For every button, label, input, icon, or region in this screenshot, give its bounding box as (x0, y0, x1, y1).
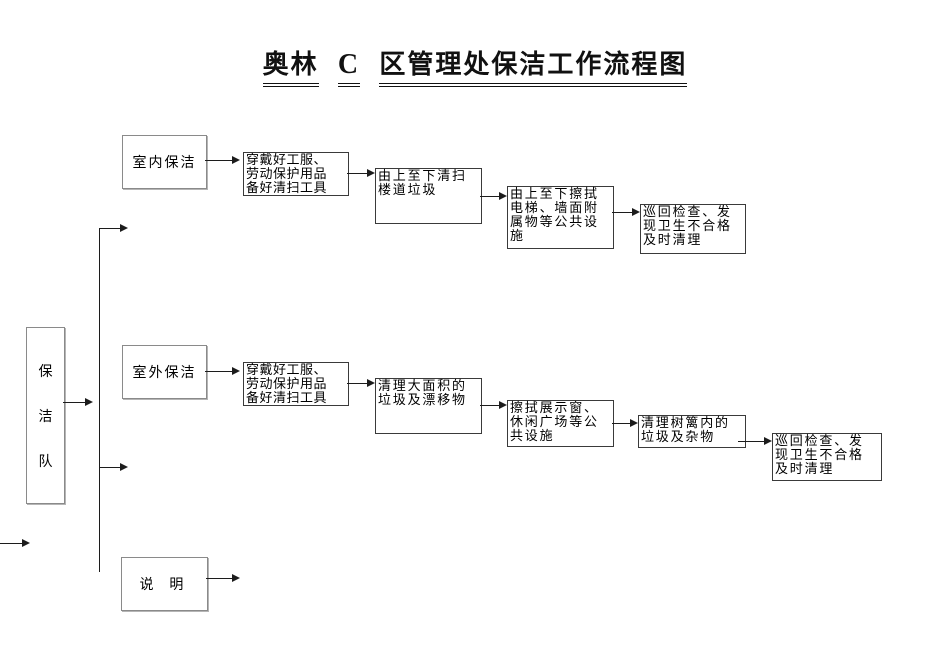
connector-wipe-elevator-to-patrol (612, 212, 633, 213)
arrowhead-clear-area-to-wipe-window-icon (499, 401, 507, 409)
connector-trunk-top-branch (99, 228, 121, 229)
node-sweep-corridor-trash-text: 由上至下清扫 楼道垃圾 (378, 168, 467, 197)
node-prep-supplies-bottom: 穿戴好工服、 劳动保护用品 备好清扫工具 (243, 362, 349, 406)
node-clear-hedge-trash: 清理树篱内的 垃圾及杂物 (638, 415, 746, 448)
arrowhead-prep-top-to-sweep-icon (367, 169, 375, 177)
connector-prep-bottom-to-clear-area (347, 383, 368, 384)
arrowhead-team-to-trunk-icon (85, 398, 93, 406)
arrowhead-hedge-to-patrol-icon (764, 437, 772, 445)
title-segment-c: C (337, 49, 361, 87)
title-segment-aolin: 奥林 (262, 44, 319, 87)
node-indoor-cleaning-label: 室内保洁 (132, 154, 197, 170)
node-wipe-elevator-facilities-text: 由上至下擦拭 电梯、墙面附 属物等公共设 施 (510, 186, 599, 243)
connector-sweep-to-wipe-elevator (480, 196, 500, 197)
connector-wipe-window-to-hedge (612, 423, 631, 424)
connector-clear-area-to-wipe-window (480, 405, 500, 406)
connector-team-to-trunk (63, 402, 86, 403)
node-prep-supplies-top: 穿戴好工服、 劳动保护用品 备好清扫工具 (243, 152, 349, 196)
node-patrol-inspection-bottom: 巡回检查、发 现卫生不合格 及时清理 (772, 433, 882, 481)
connector-trunk-mid-branch (99, 467, 121, 468)
connector-prep-top-to-sweep (347, 173, 368, 174)
arrowhead-outdoor-to-prep-icon (232, 367, 240, 375)
connector-trunk-vertical (99, 228, 100, 572)
arrowhead-indoor-to-prep-icon (232, 156, 240, 164)
node-wipe-elevator-facilities: 由上至下擦拭 电梯、墙面附 属物等公共设 施 (507, 186, 614, 249)
node-wipe-display-window-plaza: 擦拭展示窗、 休闲广场等公 共设施 (507, 400, 614, 447)
arrowhead-left-edge-icon (22, 539, 30, 547)
node-clear-large-area-trash: 清理大面积的 垃圾及漂移物 (375, 378, 482, 434)
page-title: 奥林 C 区管理处保洁工作流程图 (0, 44, 950, 87)
arrowhead-prep-bottom-to-clear-area-icon (367, 379, 375, 387)
arrowhead-sweep-to-wipe-elevator-icon (499, 192, 507, 200)
node-clear-hedge-trash-text: 清理树篱内的 垃圾及杂物 (641, 415, 730, 444)
node-cleaning-team-label: 保 洁 队 (38, 363, 53, 469)
arrowhead-wipe-elevator-to-patrol-icon (632, 208, 640, 216)
node-notes-label: 说 明 (139, 576, 190, 592)
node-cleaning-team: 保 洁 队 (26, 327, 65, 504)
node-outdoor-cleaning-label: 室外保洁 (132, 364, 197, 380)
node-notes: 说 明 (121, 557, 208, 611)
connector-hedge-to-patrol (738, 441, 765, 442)
arrowhead-trunk-top-icon (120, 224, 128, 232)
node-outdoor-cleaning: 室外保洁 (122, 345, 207, 399)
node-indoor-cleaning: 室内保洁 (122, 135, 207, 189)
node-prep-supplies-top-text: 穿戴好工服、 劳动保护用品 备好清扫工具 (246, 152, 328, 195)
node-patrol-inspection-top: 巡回检查、发 现卫生不合格 及时清理 (640, 204, 746, 254)
node-clear-large-area-trash-text: 清理大面积的 垃圾及漂移物 (378, 378, 467, 407)
arrowhead-trunk-mid-icon (120, 463, 128, 471)
node-sweep-corridor-trash: 由上至下清扫 楼道垃圾 (375, 168, 482, 224)
node-patrol-inspection-bottom-text: 巡回检查、发 现卫生不合格 及时清理 (775, 433, 864, 476)
connector-indoor-to-prep (205, 160, 233, 161)
connector-left-edge-arrow (0, 543, 23, 544)
node-patrol-inspection-top-text: 巡回检查、发 现卫生不合格 及时清理 (643, 204, 732, 247)
node-prep-supplies-bottom-text: 穿戴好工服、 劳动保护用品 备好清扫工具 (246, 362, 328, 405)
arrowhead-wipe-window-to-hedge-icon (630, 419, 638, 427)
arrowhead-notes-icon (232, 574, 240, 582)
connector-notes-arrow (206, 578, 233, 579)
connector-outdoor-to-prep (205, 371, 233, 372)
node-wipe-display-window-plaza-text: 擦拭展示窗、 休闲广场等公 共设施 (510, 400, 599, 443)
title-segment-district: 区管理处保洁工作流程图 (379, 44, 688, 87)
